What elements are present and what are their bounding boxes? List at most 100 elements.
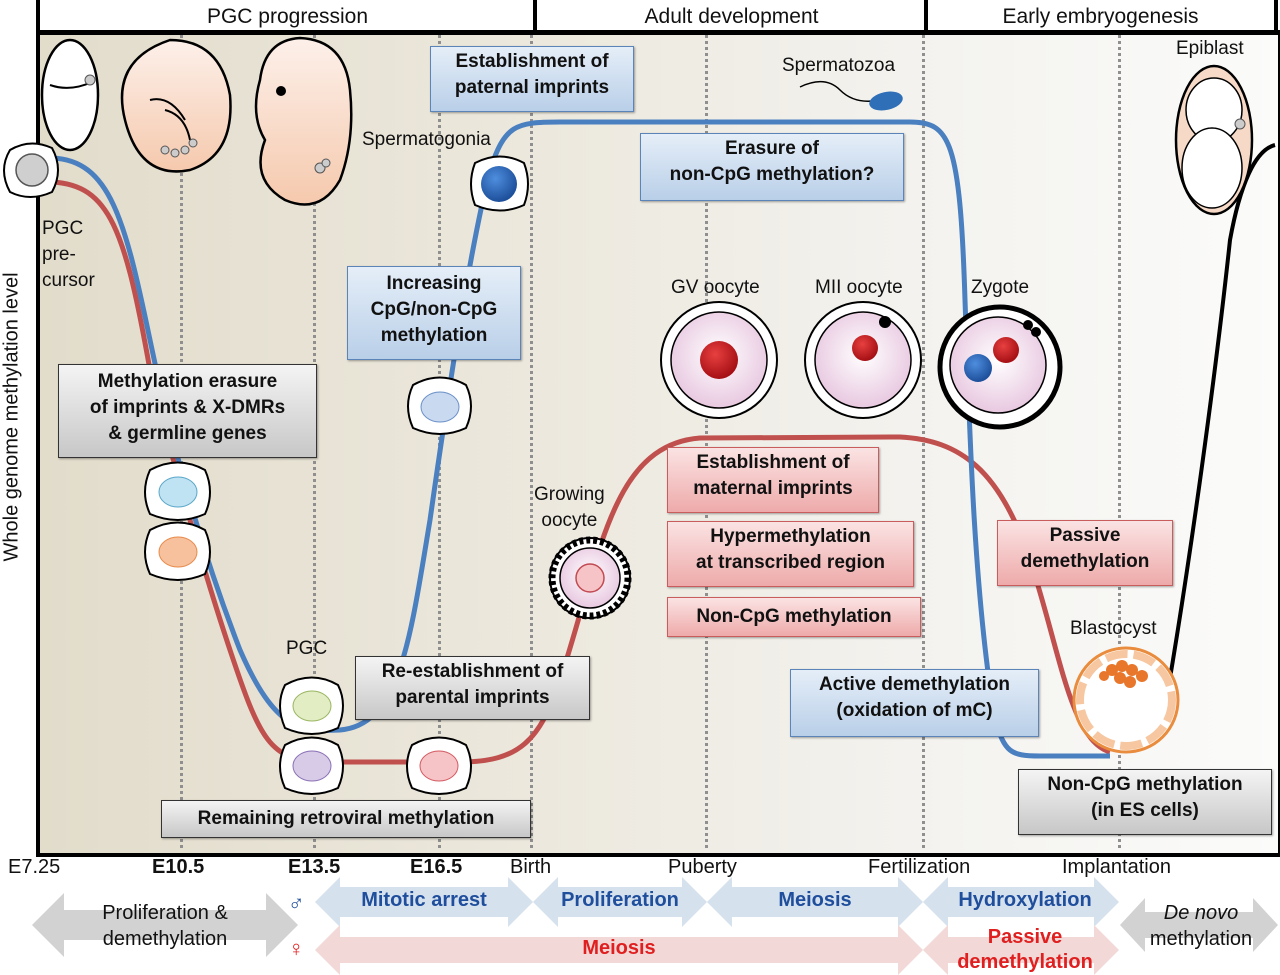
de-novo-methylation-label: De novo methylation (1138, 900, 1264, 952)
box-re-establishment-parental-imprints: Re-establishment of parental imprints (355, 656, 590, 720)
box-line: Erasure of (725, 138, 819, 159)
germ-cell-orange (144, 521, 211, 581)
box-line: (oxidation of mC) (836, 700, 993, 721)
box-line: & germline genes (108, 423, 267, 444)
tick-fertilization: Fertilization (868, 856, 971, 878)
germ-cell-blue-light (144, 461, 211, 521)
label-blastocyst: Blastocyst (1070, 618, 1157, 639)
de-novo-arrow (1120, 898, 1278, 952)
box-line: parental imprints (395, 687, 550, 708)
box-active-demethylation: Active demethylation (oxidation of mC) (790, 669, 1039, 737)
spermatogonia-cell (470, 155, 529, 212)
box-erasure-non-cpg: Erasure of non-CpG methylation? (640, 133, 904, 201)
zygote-cell (937, 304, 1063, 430)
germ-cell-pink (406, 736, 472, 795)
box-line: non-CpG methylation? (669, 164, 875, 185)
epiblast-embryo (1174, 64, 1254, 216)
box-line: Active demethylation (818, 674, 1011, 695)
box-line: Hypermethylation (710, 526, 871, 547)
male-arrow-proliferation: Proliferation (561, 889, 679, 911)
pgc-cell-green (279, 676, 344, 735)
box-line: methylation (380, 325, 488, 346)
label-spermatozoa: Spermatozoa (782, 55, 896, 76)
female-symbol: ♀ (288, 936, 305, 961)
female-arrow-meiosis: Meiosis (582, 937, 656, 959)
shared-arrow (32, 893, 298, 957)
male-arrow-mitotic-arrest: Mitotic arrest (361, 889, 487, 911)
arrow-line: De novo (1163, 902, 1239, 924)
label-pgc-precursor: PGC pre- cursor (42, 218, 95, 291)
germ-cell-lightblue (407, 376, 472, 435)
egg-cylinder-embryo (40, 38, 100, 152)
box-line: Non-CpG methylation (696, 606, 892, 627)
box-establishment-paternal-imprints: Establishment of paternal imprints (430, 46, 634, 112)
section-pgc-progression: PGC progression (206, 5, 369, 28)
box-line: demethylation (1020, 551, 1150, 572)
e13-5-embryo (254, 36, 353, 206)
tick-birth: Birth (510, 856, 552, 878)
frame-right-border (1274, 0, 1278, 32)
box-line: Non-CpG methylation (1047, 774, 1243, 795)
box-line: Methylation erasure (97, 371, 278, 392)
pgc-cell-purple (279, 736, 344, 795)
male-arrows (315, 877, 1119, 927)
box-line: Establishment of (455, 51, 609, 72)
arrow-line: demethylation (102, 928, 228, 950)
label-zygote: Zygote (971, 277, 1030, 298)
gv-oocyte-cell (660, 301, 778, 419)
tick-implantation: Implantation (1062, 856, 1171, 878)
box-line: Re-establishment of (381, 661, 564, 682)
e10-5-embryo (120, 38, 232, 173)
box-line: Passive (1049, 525, 1121, 546)
box-establishment-maternal-imprints: Establishment of maternal imprints (667, 447, 879, 513)
shared-arrow-label: Proliferation & demethylation (70, 900, 260, 952)
box-line: of imprints & X-DMRs (89, 397, 286, 418)
arrow-line: methylation (1149, 928, 1253, 950)
epiblast-curve (1166, 143, 1276, 691)
box-non-cpg-methylation-oocyte: Non-CpG methylation (667, 597, 921, 637)
female-arrows (315, 925, 1119, 975)
box-line: at transcribed region (696, 552, 885, 573)
label-mii-oocyte: MII oocyte (815, 277, 903, 298)
box-line: CpG/non-CpG (370, 299, 498, 320)
box-increasing-cpg-methylation: Increasing CpG/non-CpG methylation (347, 266, 521, 360)
box-line: paternal imprints (454, 77, 610, 98)
tick-e16-5: E16.5 (410, 856, 463, 878)
box-methylation-erasure: Methylation erasure of imprints & X-DMRs… (58, 364, 317, 458)
box-line: maternal imprints (693, 478, 853, 499)
frame-left-border (36, 0, 40, 32)
section-divider (924, 0, 928, 32)
label-gv-oocyte: GV oocyte (671, 277, 760, 298)
stage-line-birth (530, 35, 533, 848)
mii-oocyte-cell (804, 301, 922, 419)
tick-e13-5: E13.5 (288, 856, 341, 878)
pgc-precursor-cell (3, 142, 59, 198)
label-growing-oocyte: Growing oocyte (534, 484, 605, 531)
tick-e7-25: E7.25 (8, 856, 61, 878)
section-divider (533, 0, 537, 32)
tick-puberty: Puberty (668, 856, 737, 878)
box-line: Increasing (386, 273, 482, 294)
label-spermatogonia: Spermatogonia (362, 129, 491, 150)
male-arrow-meiosis: Meiosis (778, 889, 852, 911)
arrow-line: Proliferation & (102, 902, 228, 924)
label-pgc: PGC (286, 638, 328, 659)
tick-e10-5: E10.5 (152, 856, 205, 878)
box-non-cpg-methylation-es-cells: Non-CpG methylation (in ES cells) (1018, 769, 1272, 835)
blastocyst-cell (1072, 646, 1180, 754)
growing-oocyte-cell (548, 536, 632, 620)
male-symbol: ♂ (288, 890, 305, 915)
spermatozoa-illustration (799, 81, 903, 111)
box-line: Establishment of (696, 452, 850, 473)
box-hypermethylation-transcribed-region: Hypermethylation at transcribed region (667, 521, 914, 587)
label-epiblast: Epiblast (1176, 38, 1244, 59)
stage-line-implantation (1118, 35, 1121, 848)
arrow-line: demethylation (957, 951, 1093, 973)
box-remaining-retroviral-methylation: Remaining retroviral methylation (161, 800, 531, 838)
arrow-line: Passive (987, 926, 1063, 948)
male-arrow-hydroxylation: Hydroxylation (958, 889, 1092, 911)
female-arrow-passive-demethylation: Passive demethylation (940, 925, 1110, 975)
section-early-embryogenesis: Early embryogenesis (1002, 5, 1199, 28)
box-line: (in ES cells) (1091, 800, 1199, 821)
box-passive-demethylation: Passive demethylation (997, 520, 1173, 586)
